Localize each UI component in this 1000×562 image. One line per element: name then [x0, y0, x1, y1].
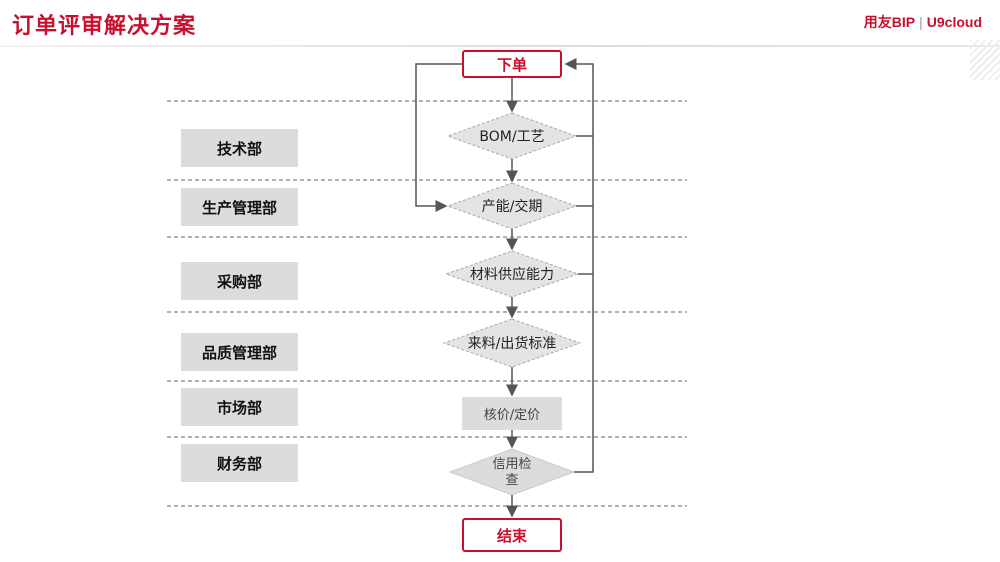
start-node: 下单: [462, 50, 562, 78]
page-title: 订单评审解决方案: [12, 14, 197, 39]
capacity-label: 产能/交期: [481, 199, 543, 215]
end-node: 结束: [462, 518, 562, 552]
dept-quality-management: 品质管理部: [181, 333, 298, 371]
lane-separators: [167, 100, 687, 507]
corner-decoration: [970, 40, 1000, 80]
title-divider: [0, 45, 1000, 47]
brand-u9cloud: U9cloud: [926, 14, 982, 30]
incoming-label: 来料/出货标准: [467, 336, 557, 352]
credit-label: 信用检 查: [462, 456, 562, 490]
material-diamond: [444, 250, 580, 298]
brand-separator: |: [919, 14, 923, 30]
bom-label: BOM/工艺: [479, 129, 545, 145]
credit-label-line2: 查: [505, 473, 519, 488]
brand-yonyou: 用友BIP: [863, 14, 916, 30]
dept-finance: 财务部: [181, 444, 298, 482]
brand-logo: 用友BIP|U9cloud: [864, 12, 982, 32]
flow-arrows: [415, 58, 594, 518]
dept-purchasing: 采购部: [181, 262, 298, 300]
dept-production-management: 生产管理部: [181, 188, 298, 226]
credit-label-line1: 信用检: [492, 457, 532, 472]
pricing-node: 核价/定价: [462, 397, 562, 430]
material-label: 材料供应能力: [470, 267, 554, 283]
incoming-diamond: [442, 318, 582, 368]
dept-technology: 技术部: [181, 129, 298, 167]
dept-marketing: 市场部: [181, 388, 298, 426]
